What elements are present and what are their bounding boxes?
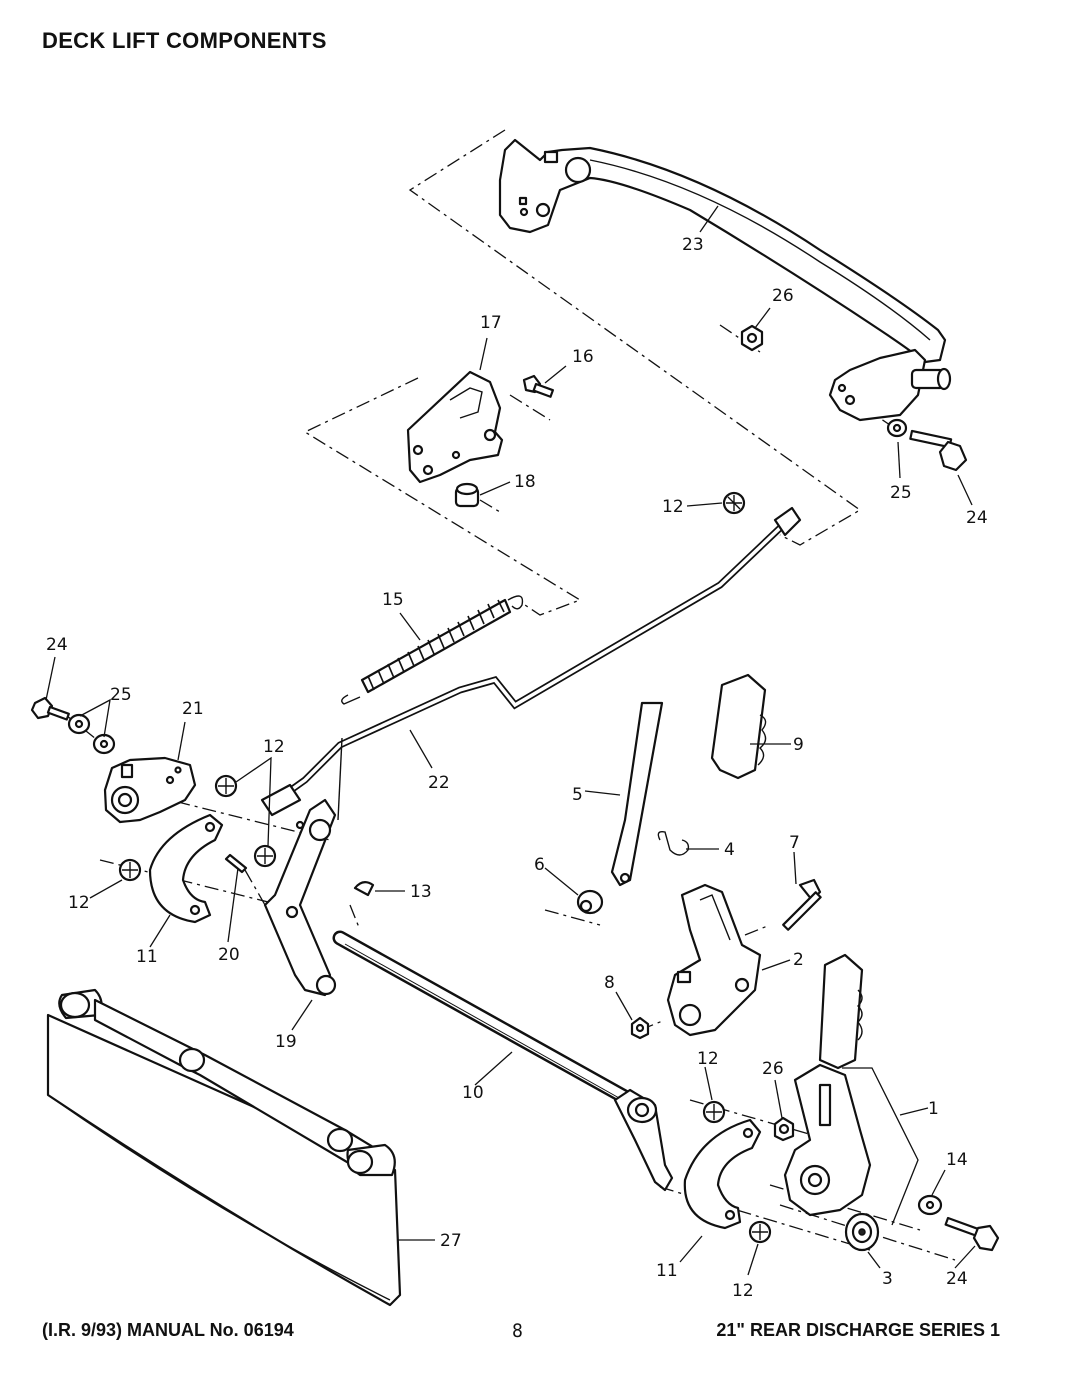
callout-8: 8 — [604, 973, 615, 993]
callout-11-left: 11 — [136, 947, 158, 967]
rear-lift-arm — [498, 138, 952, 422]
page-title: DECK LIFT COMPONENTS — [42, 28, 327, 53]
callout-12-left: 12 — [263, 737, 285, 757]
callout-25-left: 25 — [110, 685, 132, 705]
footer-page-number: 8 — [512, 1320, 523, 1342]
callout-12-far-left: 12 — [68, 893, 90, 913]
callout-1: 1 — [928, 1099, 939, 1119]
callout-13: 13 — [410, 882, 432, 902]
torsion-spring — [657, 830, 690, 856]
callout-5: 5 — [572, 785, 583, 805]
lift-arm-link — [263, 798, 337, 997]
hex-nut-lower — [773, 1116, 795, 1142]
hairpin — [224, 853, 248, 874]
callout-9: 9 — [793, 735, 804, 755]
bolt-and-washers-left — [30, 696, 116, 755]
spacer — [454, 482, 480, 508]
callout-11-right: 11 — [656, 1261, 678, 1281]
callout-20: 20 — [218, 945, 240, 965]
cam-plate-left — [148, 813, 224, 924]
lock-washer — [722, 491, 746, 515]
pivot-plate — [103, 756, 197, 824]
callout-10: 10 — [462, 1083, 484, 1103]
callout-labels: 23 26 17 16 18 12 25 24 15 24 25 21 12 2… — [46, 235, 988, 1301]
callout-18: 18 — [514, 472, 536, 492]
callout-27: 27 — [440, 1231, 462, 1251]
callout-12-top: 12 — [662, 497, 684, 517]
grip-upper — [710, 673, 767, 780]
footer-manual-number: (I.R. 9/93) MANUAL No. 06194 — [42, 1320, 294, 1340]
callout-12-lower: 12 — [697, 1049, 719, 1069]
callout-17: 17 — [480, 313, 502, 333]
callout-25-right: 25 — [890, 483, 912, 503]
callout-26-lower: 26 — [762, 1059, 784, 1079]
lever-bracket — [666, 883, 762, 1037]
lift-handle — [783, 953, 872, 1217]
callout-26-top: 26 — [772, 286, 794, 306]
carriage-bolt — [782, 878, 822, 931]
lift-link-rod — [260, 506, 802, 821]
woodruff-key — [353, 881, 375, 897]
lever-bar — [610, 701, 664, 887]
lock-washers-left — [118, 774, 277, 882]
callout-23: 23 — [682, 235, 704, 255]
callout-3: 3 — [882, 1269, 893, 1289]
lock-washers-lower — [702, 1100, 772, 1244]
bolt-small — [522, 374, 555, 398]
bracket — [406, 370, 504, 484]
callout-21: 21 — [182, 699, 204, 719]
discharge-shield — [46, 988, 402, 1307]
leader-lines — [45, 205, 976, 1276]
nut-small — [630, 1016, 650, 1040]
footer-model-series: 21" REAR DISCHARGE SERIES 1 — [716, 1320, 1000, 1340]
washer-and-bolt-right — [886, 418, 968, 472]
callout-2: 2 — [793, 950, 804, 970]
callout-6: 6 — [534, 855, 545, 875]
callout-16: 16 — [572, 347, 594, 367]
extension-spring — [341, 595, 524, 705]
callout-22: 22 — [428, 773, 450, 793]
hex-nut — [740, 324, 764, 352]
callout-12-bottom: 12 — [732, 1281, 754, 1301]
callout-14: 14 — [946, 1150, 968, 1170]
callout-19: 19 — [275, 1032, 297, 1052]
callout-15: 15 — [382, 590, 404, 610]
washer-and-bolt-lower-right — [917, 1194, 1000, 1252]
callout-7: 7 — [789, 833, 800, 853]
callout-24-right: 24 — [966, 508, 988, 528]
cam-plate-right — [683, 1118, 762, 1230]
callout-24-lower: 24 — [946, 1269, 968, 1289]
cross-shaft — [332, 930, 674, 1192]
roller-wheel — [844, 1212, 880, 1252]
bushing — [576, 889, 604, 915]
callout-4: 4 — [724, 840, 735, 860]
callout-24-left: 24 — [46, 635, 68, 655]
